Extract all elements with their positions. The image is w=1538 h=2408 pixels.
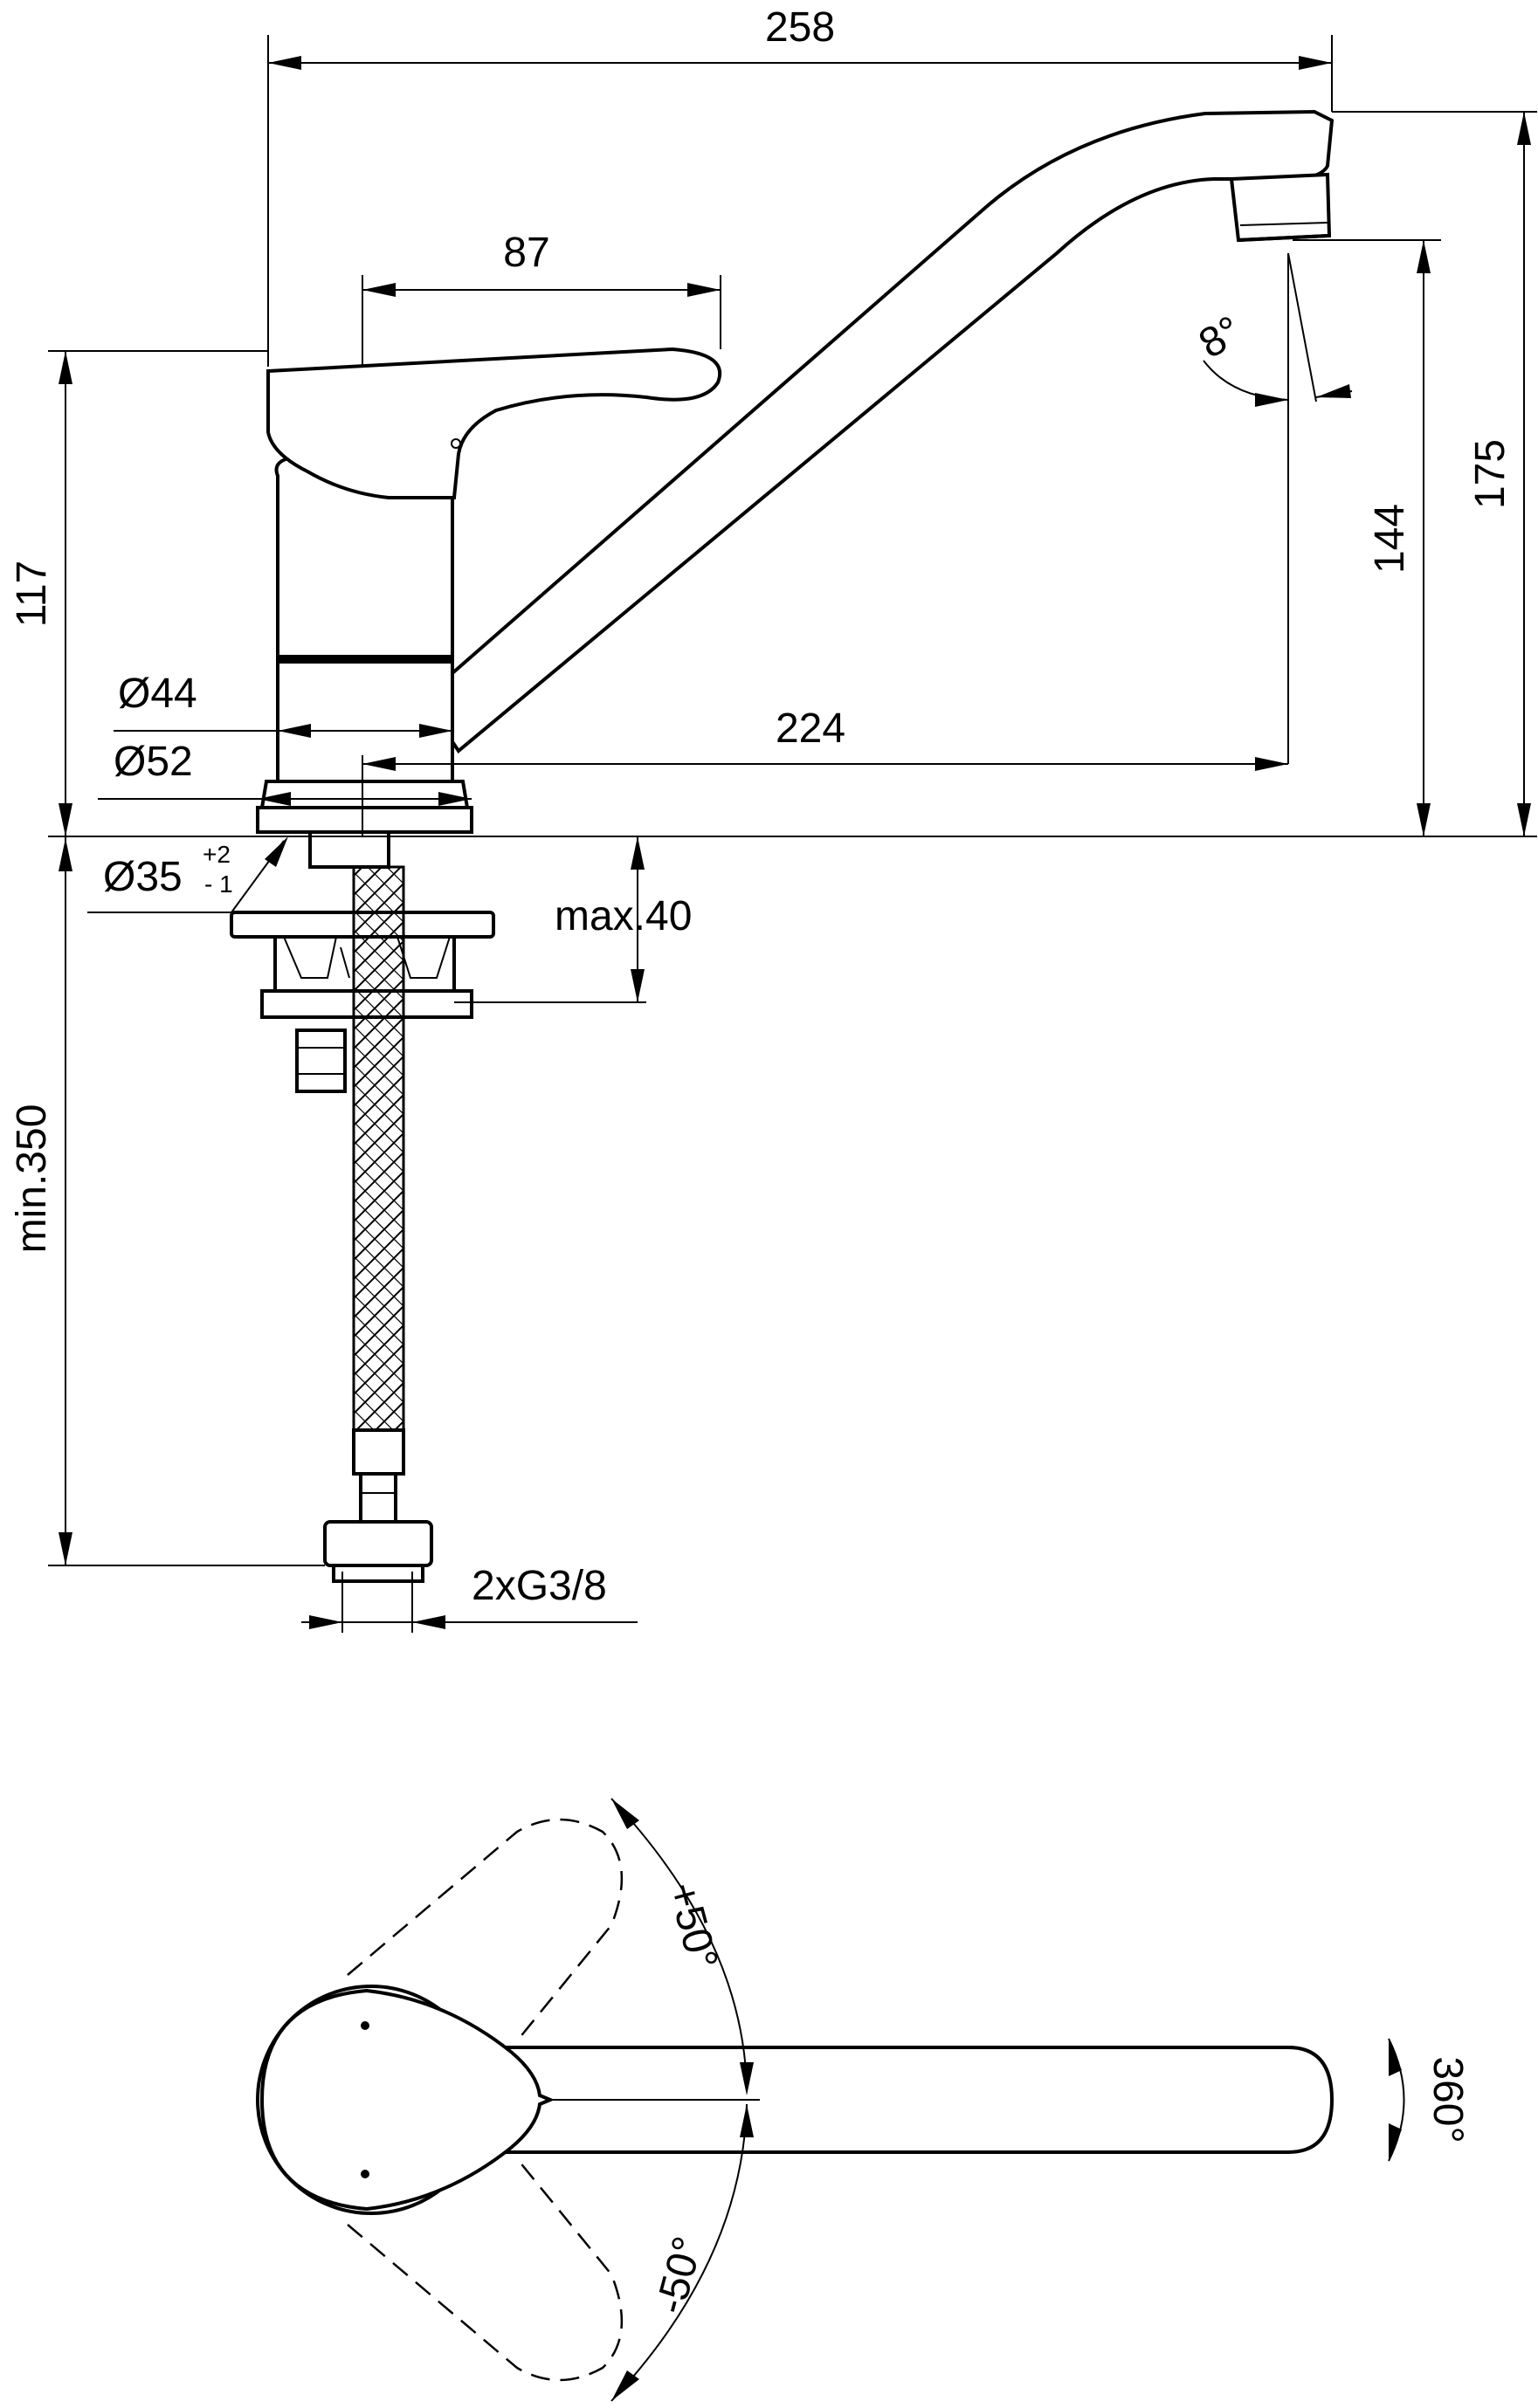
body-lower bbox=[276, 657, 454, 783]
faucet-top-view bbox=[256, 1818, 1335, 2382]
dim-dia44: Ø44 bbox=[118, 671, 197, 717]
dim-dia52: Ø52 bbox=[114, 739, 193, 785]
spout-arm bbox=[432, 109, 1335, 753]
dim-max40: max.40 bbox=[555, 893, 692, 939]
handle-ghost-plus bbox=[347, 1818, 624, 2044]
dim-144: 144 bbox=[1367, 504, 1413, 574]
top-handle bbox=[259, 1988, 555, 2212]
handle-ghost-minus bbox=[347, 2156, 624, 2382]
angle-plus50: +50° bbox=[659, 1878, 726, 1975]
hose-nut bbox=[323, 1520, 433, 1567]
braided-hose bbox=[352, 865, 405, 1432]
top-spout bbox=[365, 2046, 1335, 2154]
dim-117: 117 bbox=[9, 561, 55, 628]
dimensions: 258 87 117 175 144 8° bbox=[9, 4, 1537, 1633]
dim-g38: 2xG3/8 bbox=[472, 1563, 607, 1609]
dim-8deg: 8° bbox=[1191, 307, 1249, 368]
dim-dia35-tol-lower: - 1 bbox=[204, 870, 233, 898]
dim-224: 224 bbox=[776, 705, 845, 752]
dim-dia35-tol-upper: +2 bbox=[203, 841, 231, 868]
handle-lever bbox=[266, 347, 722, 499]
angle-360: 360° bbox=[1424, 2056, 1471, 2143]
base-ring bbox=[256, 806, 473, 834]
angle-minus50: -50° bbox=[647, 2232, 712, 2318]
dim-258: 258 bbox=[765, 4, 835, 51]
spout-nozzle bbox=[1229, 172, 1332, 243]
dim-min350: min.350 bbox=[9, 1104, 55, 1254]
faucet-side-view bbox=[230, 109, 1335, 1583]
dim-dia35: Ø35 bbox=[103, 854, 183, 900]
dim-87: 87 bbox=[503, 230, 549, 276]
dim-175: 175 bbox=[1467, 439, 1514, 509]
